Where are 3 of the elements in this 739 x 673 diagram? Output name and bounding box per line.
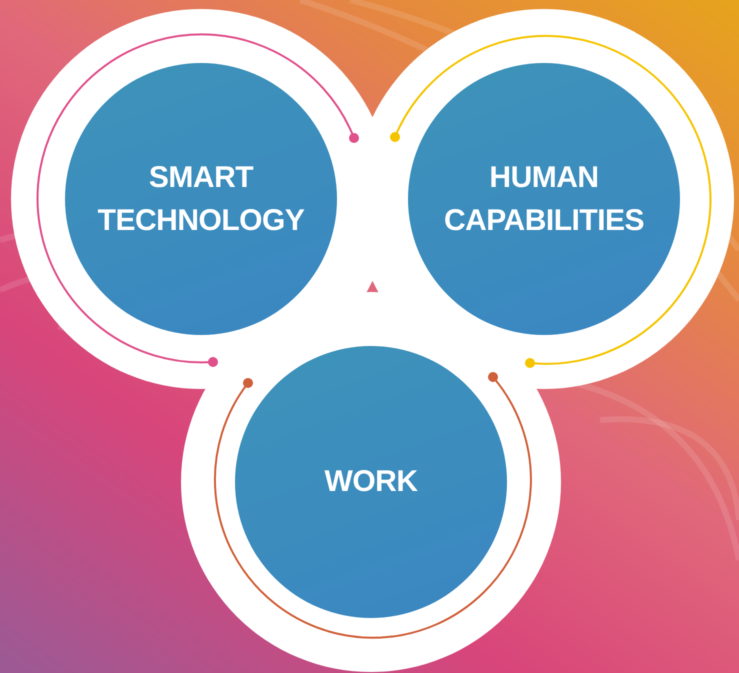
node-label: SMART TECHNOLOGY bbox=[96, 160, 306, 239]
node-label: HUMAN CAPABILITIES bbox=[442, 160, 646, 239]
node-label: WORK bbox=[324, 464, 418, 500]
